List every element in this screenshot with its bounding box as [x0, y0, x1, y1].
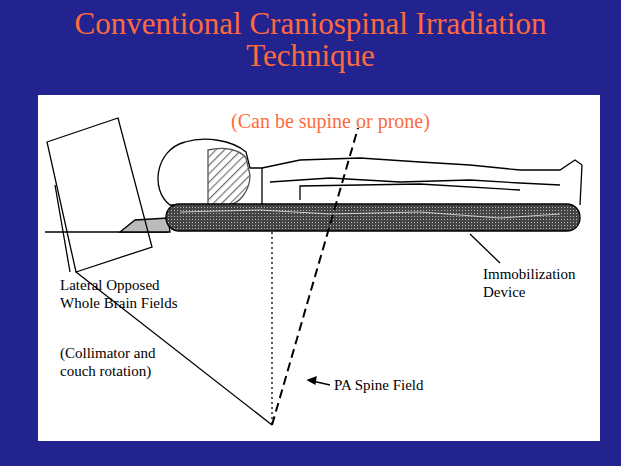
body-contour	[180, 210, 560, 218]
slide-title: Conventional Craniospinal Irradiation Te…	[10, 8, 611, 72]
central-axis	[271, 232, 272, 425]
brain-field	[47, 118, 152, 272]
head-outline	[158, 139, 262, 205]
field-label: Lateral Opposed Whole Brain Fields	[60, 276, 190, 312]
hatched-target	[208, 148, 250, 206]
immobilization-device	[166, 204, 580, 231]
leader-line	[55, 185, 70, 272]
part-label: Immobilization Device	[483, 265, 593, 301]
white-panel	[38, 95, 600, 441]
note-label: (Collimator and couch rotation)	[60, 344, 190, 380]
body-outline	[262, 158, 582, 205]
leader-line	[470, 234, 500, 263]
arm-line	[300, 184, 520, 200]
leader-arrow	[308, 377, 316, 384]
field-label: PA Spine Field	[334, 376, 474, 394]
subtitle: (Can be supine or prone)	[231, 110, 430, 133]
